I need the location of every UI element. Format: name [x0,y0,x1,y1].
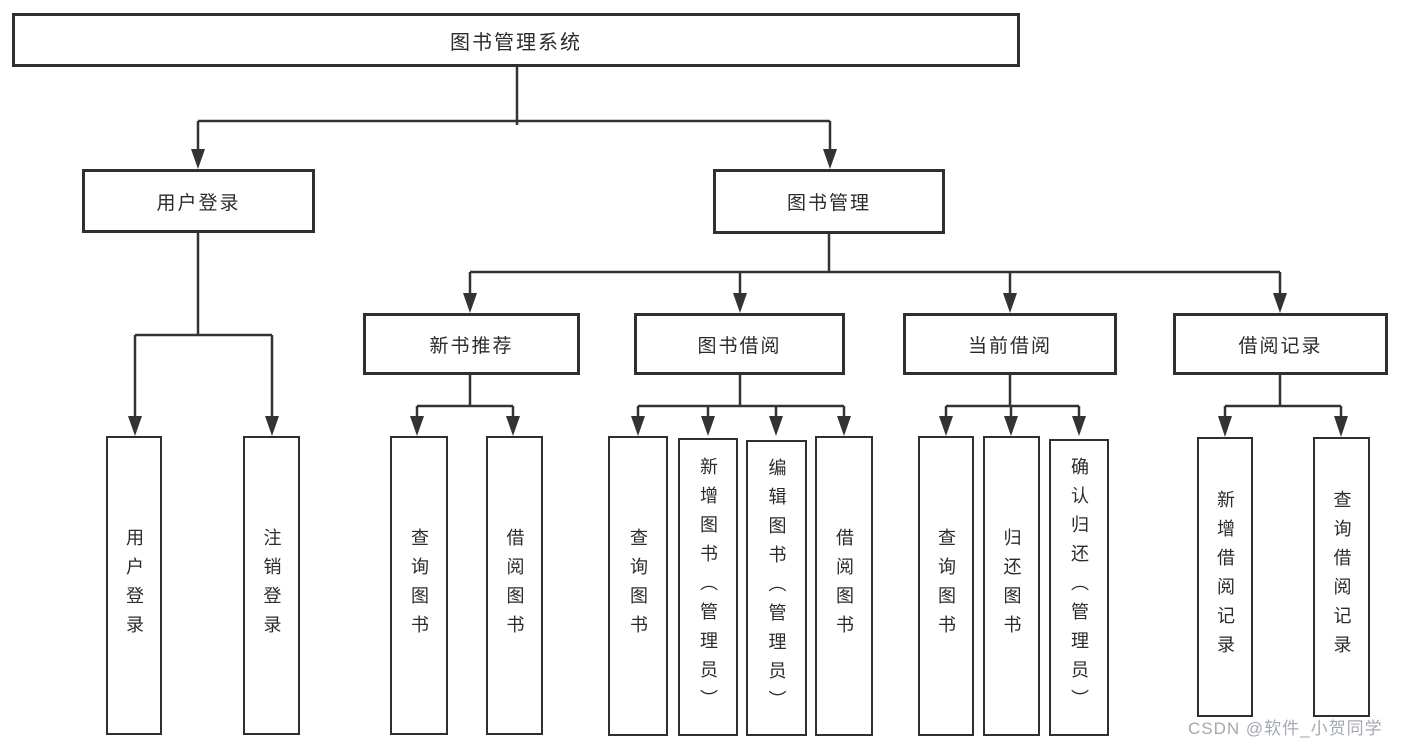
arrow-down-icon [506,416,520,436]
arrow-down-icon [128,416,142,436]
arrow-down-icon [733,293,747,313]
leaf-user-login-label: 用户登录 [124,527,144,644]
arrow-down-icon [1072,416,1086,436]
leaf-logout: 注销登录 [243,436,300,735]
node-borrow-record: 借阅记录 [1173,313,1388,375]
csdn-watermark: CSDN @软件_小贺同学 [1188,719,1383,738]
node-borrow-record-label: 借阅记录 [1238,335,1323,357]
leaf-edit-book-admin-label: 编辑图书（管理员） [766,457,787,719]
arrow-down-icon [265,416,279,436]
leaf-query-book-2: 查询图书 [608,436,668,736]
node-book-borrow-label: 图书借阅 [697,335,782,357]
leaf-add-borrow-record-label: 新增借阅记录 [1215,490,1235,664]
leaf-query-borrow-record-label: 查询借阅记录 [1331,490,1352,664]
leaf-logout-label: 注销登录 [261,527,282,644]
arrow-down-icon [837,416,851,436]
leaf-add-book-admin: 新增图书（管理员） [678,438,738,736]
leaf-edit-book-admin: 编辑图书（管理员） [746,440,807,736]
node-current-borrow: 当前借阅 [903,313,1117,375]
arrow-down-icon [631,416,645,436]
leaf-add-book-admin-label: 新增图书（管理员） [698,456,718,718]
leaf-query-book-2-label: 查询图书 [628,528,648,644]
arrow-down-icon [191,149,205,169]
leaf-user-login: 用户登录 [106,436,162,735]
arrow-down-icon [769,416,783,436]
leaf-query-book-3-label: 查询图书 [936,528,956,644]
leaf-add-borrow-record: 新增借阅记录 [1197,437,1253,717]
leaf-confirm-return-admin: 确认归还（管理员） [1049,439,1109,736]
node-new-book-recommend-label: 新书推荐 [429,335,514,357]
leaf-borrow-book-2-label: 借阅图书 [834,528,854,644]
arrow-down-icon [1003,293,1017,313]
arrow-down-icon [823,149,837,169]
node-book-management-label: 图书管理 [786,193,871,214]
arrow-down-icon [939,416,953,436]
leaf-borrow-book-1: 借阅图书 [486,436,543,735]
leaf-return-book: 归还图书 [983,436,1040,736]
node-new-book-recommend: 新书推荐 [363,313,580,375]
leaf-query-borrow-record: 查询借阅记录 [1313,437,1370,717]
connector-lines [133,66,1343,418]
arrow-down-icon [463,293,477,313]
arrow-down-icon [1273,293,1287,313]
node-user-login: 用户登录 [82,169,315,233]
leaf-borrow-book-1-label: 借阅图书 [504,527,525,644]
arrow-down-icon [701,416,715,436]
leaf-query-book-1-label: 查询图书 [409,527,429,644]
node-root-label: 图书管理系统 [450,31,582,54]
leaf-confirm-return-admin-label: 确认归还（管理员） [1069,457,1089,718]
arrow-down-icon [410,416,424,436]
node-book-management: 图书管理 [713,169,945,234]
node-book-borrow: 图书借阅 [634,313,845,375]
leaf-query-book-3: 查询图书 [918,436,974,736]
node-user-login-label: 用户登录 [156,192,241,214]
arrow-down-icon [1334,416,1348,437]
arrow-down-icon [1218,416,1232,437]
leaf-borrow-book-2: 借阅图书 [815,436,873,736]
node-current-borrow-label: 当前借阅 [967,335,1052,357]
node-root: 图书管理系统 [12,13,1020,67]
leaf-query-book-1: 查询图书 [390,436,448,735]
arrowheads [128,149,1348,437]
leaf-return-book-label: 归还图书 [1001,528,1022,644]
arrow-down-icon [1004,416,1018,436]
